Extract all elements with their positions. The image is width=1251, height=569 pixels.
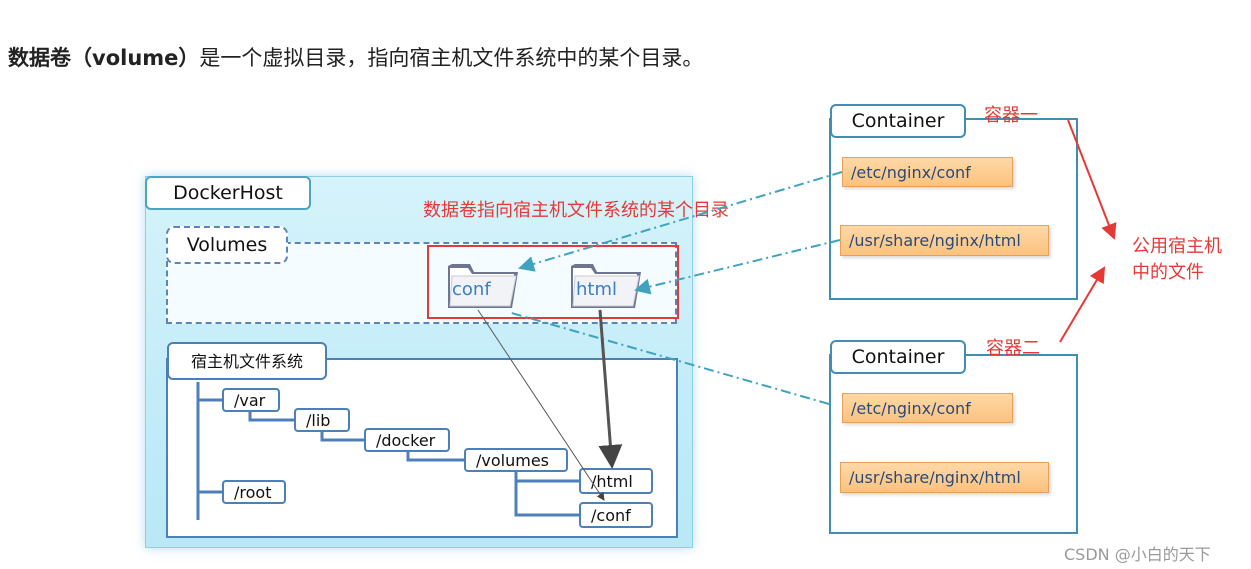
container-two-html-path: /usr/share/nginx/html [840, 462, 1049, 493]
fs-node-docker: /docker [364, 428, 450, 452]
container-one-html-path: /usr/share/nginx/html [840, 225, 1049, 256]
link-c1-html [634, 239, 841, 295]
container-two-conf-path: /etc/nginx/conf [842, 393, 1013, 423]
host-filesystem-label: 宿主机文件系统 [167, 342, 327, 380]
html-folder-label: html [576, 279, 618, 300]
container-two-title: Container [830, 340, 966, 374]
page-heading: 数据卷（volume）是一个虚拟目录，指向宿主机文件系统中的某个目录。 [8, 42, 703, 72]
volume-highlight-box [427, 245, 679, 319]
volumes-label: Volumes [166, 226, 288, 264]
conf-folder-label: conf [452, 279, 491, 300]
fs-node-volumes: /volumes [464, 448, 568, 472]
link-c2-conf [507, 311, 830, 405]
heading-rest: 是一个虚拟目录，指向宿主机文件系统中的某个目录。 [199, 46, 704, 70]
container-two-panel [829, 354, 1078, 534]
map-conf-arrow [477, 309, 605, 501]
shared-note: 公用宿主机 中的文件 [1132, 234, 1222, 286]
map-html-arrow [598, 309, 623, 469]
heading-bold: 数据卷（volume） [8, 46, 200, 70]
shared-note-line-1: 公用宿主机 [1132, 236, 1222, 257]
container-two-tag: 容器二 [986, 338, 1040, 359]
container-one-conf-path: /etc/nginx/conf [842, 157, 1013, 187]
container-one-tag: 容器一 [984, 105, 1038, 126]
shared-note-line-2: 中的文件 [1132, 262, 1204, 283]
fs-node-root: /root [222, 480, 286, 504]
fs-node-var: /var [222, 388, 280, 412]
fs-node-lib: /lib [294, 408, 350, 432]
container-one-title: Container [830, 104, 966, 138]
conf-folder-icon [448, 264, 518, 308]
fs-tree-lines [196, 382, 579, 520]
html-folder-icon [571, 264, 641, 308]
fs-node-conf: /conf [579, 502, 653, 528]
red-arrow-c1 [1067, 119, 1117, 240]
docker-host-label: DockerHost [145, 176, 311, 210]
watermark: CSDN @小白的天下 [1064, 545, 1211, 564]
volume-annotation: 数据卷指向宿主机文件系统的某个目录 [423, 200, 729, 221]
red-arrow-c2 [1059, 266, 1106, 343]
link-c1-conf [518, 171, 843, 272]
